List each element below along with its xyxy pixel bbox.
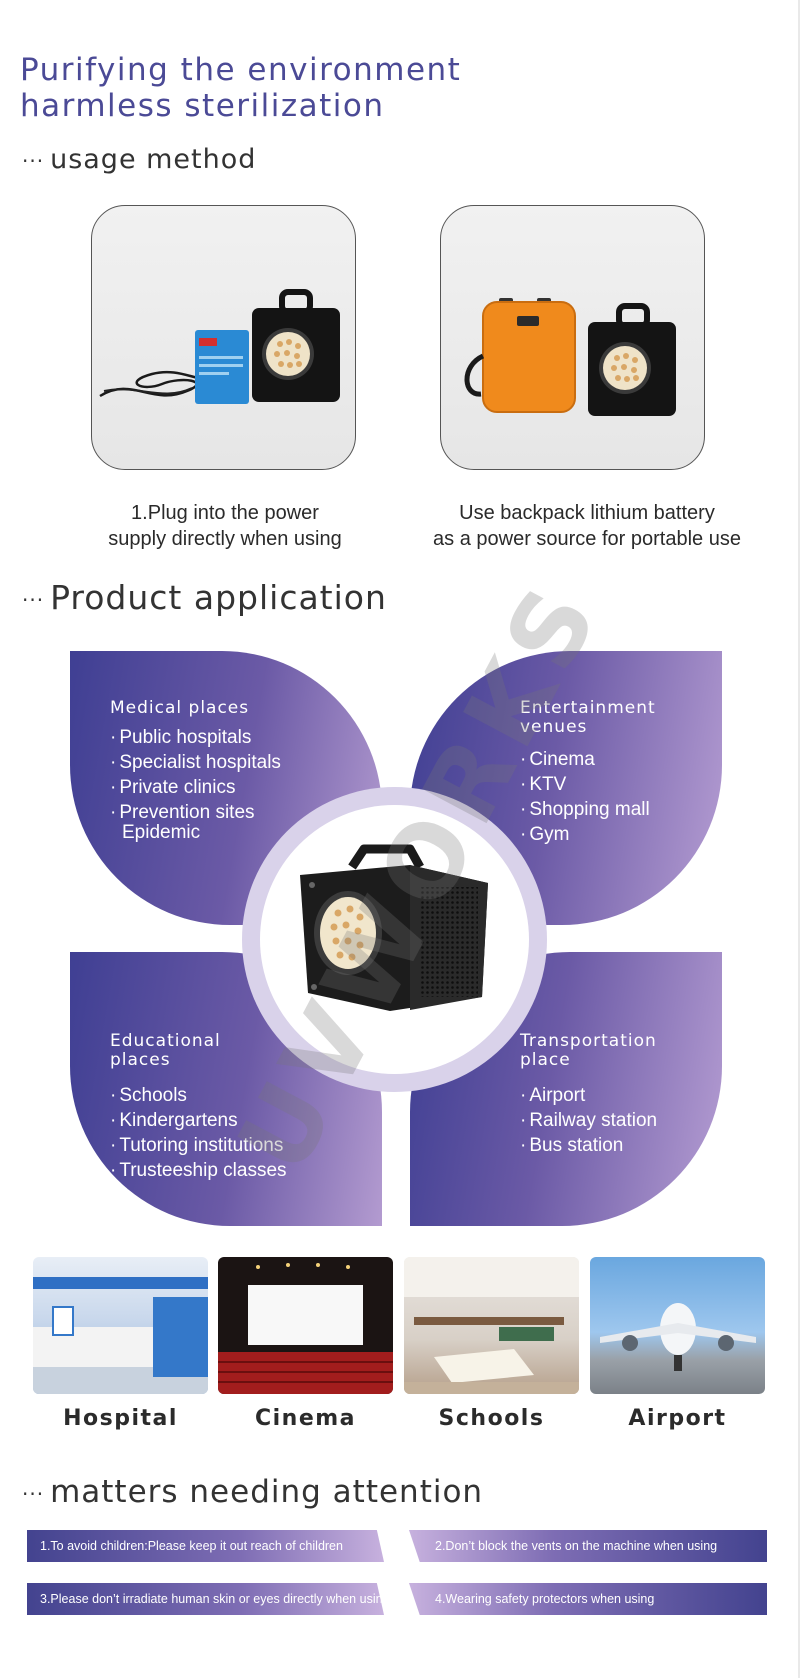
notice-1: 1.To avoid children:Please keep it out r…: [27, 1530, 384, 1562]
scene-label-airport: Airport: [628, 1406, 727, 1431]
list-item: Private clinics: [110, 775, 281, 800]
petal-title-line: Educational: [110, 1031, 221, 1051]
list-item: Bus station: [520, 1133, 657, 1158]
page-title: Purifying the environment harmless steri…: [20, 52, 620, 124]
petal-title-line: Medical places: [110, 698, 250, 718]
scene-label-hospital: Hospital: [63, 1406, 178, 1431]
list-item: Specialist hospitals: [110, 750, 281, 775]
usage-photo-plug-in: [91, 205, 356, 470]
section-usage-label: usage method: [50, 144, 257, 175]
scene-schools-photo: [404, 1257, 579, 1394]
petal-title-line: Transportation: [520, 1031, 657, 1051]
scene-airport-photo: [590, 1257, 765, 1394]
hospital-scene-illustration: [33, 1277, 208, 1394]
scene-cinema-photo: [218, 1257, 393, 1394]
plug-in-device-illustration: [99, 289, 340, 404]
petal-list: Public hospitals Specialist hospitals Pr…: [110, 725, 281, 843]
petal-title: Transportation place: [520, 1032, 657, 1070]
cinema-scene-illustration: [218, 1263, 393, 1394]
section-product-application: ···Product application: [22, 578, 387, 617]
dots-icon: ···: [22, 148, 45, 173]
battery-device-illustration: [464, 298, 676, 416]
petal-title-line: Entertainment: [520, 698, 656, 718]
list-item: Schools: [110, 1083, 287, 1108]
petal-list: Airport Railway station Bus station: [520, 1083, 657, 1158]
list-item: Kindergartens: [110, 1108, 287, 1133]
petal-title: Medical places: [110, 699, 249, 718]
usage-caption-battery: Use backpack lithium battery as a power …: [402, 500, 772, 552]
notice-2: 2.Don’t block the vents on the machine w…: [409, 1530, 767, 1562]
list-item: Prevention sites: [110, 803, 281, 823]
section-matters-label: matters needing attention: [50, 1474, 484, 1510]
schools-scene-illustration: [404, 1257, 579, 1394]
usage-caption-plug-in: 1.Plug into the power supply directly wh…: [55, 500, 395, 552]
caption-line: 1.Plug into the power: [131, 502, 319, 524]
usage-photo-battery: [440, 205, 705, 470]
page-edge-divider: [798, 0, 800, 1678]
section-matters-needing-attention: ···matters needing attention: [22, 1474, 483, 1510]
dots-icon: ···: [22, 587, 45, 612]
notice-3: 3.Please don’t irradiate human skin or e…: [27, 1583, 384, 1615]
list-item: Tutoring institutions: [110, 1133, 287, 1158]
list-item: Shopping mall: [520, 797, 649, 822]
petal-title: Educational places: [110, 1032, 221, 1070]
list-item: Cinema: [520, 747, 650, 772]
petal-title-line: place: [520, 1050, 571, 1070]
section-application-label: Product application: [50, 578, 387, 617]
notice-4: 4.Wearing safety protectors when using: [409, 1583, 767, 1615]
petal-title-line: places: [110, 1050, 171, 1070]
list-item: Railway station: [520, 1108, 657, 1133]
application-medical-places: Medical places Public hospitals Speciali…: [70, 651, 382, 925]
petal-title-line: venues: [520, 717, 588, 737]
list-item: KTV: [520, 772, 650, 797]
scene-hospital-photo: [33, 1257, 208, 1394]
petal-list: Schools Kindergartens Tutoring instituti…: [110, 1083, 287, 1183]
scene-label-schools: Schools: [438, 1406, 545, 1431]
caption-line: as a power source for portable use: [433, 528, 741, 550]
petal-list: Cinema KTV Shopping mall Gym: [520, 747, 650, 847]
scene-label-cinema: Cinema: [254, 1406, 357, 1431]
list-item: Public hospitals: [110, 725, 281, 750]
application-entertainment-venues: Entertainment venues Cinema KTV Shopping…: [410, 651, 722, 925]
list-item: Gym: [520, 822, 650, 847]
caption-line: supply directly when using: [108, 528, 342, 550]
uv-lamp-product-illustration: [300, 844, 488, 1011]
petal-title: Entertainment venues: [520, 699, 656, 737]
list-item: Trusteeship classes: [110, 1158, 286, 1183]
center-product-image: [260, 805, 529, 1074]
list-item: Airport: [520, 1083, 657, 1108]
caption-line: Use backpack lithium battery: [459, 502, 715, 524]
airport-scene-illustration: [600, 1303, 756, 1371]
title-line-2: harmless sterilization: [20, 88, 385, 124]
list-item: Epidemic: [122, 822, 201, 843]
title-line-1: Purifying the environment: [20, 52, 462, 88]
dots-icon: ···: [22, 1481, 45, 1506]
section-usage-method: ···usage method: [22, 144, 256, 175]
